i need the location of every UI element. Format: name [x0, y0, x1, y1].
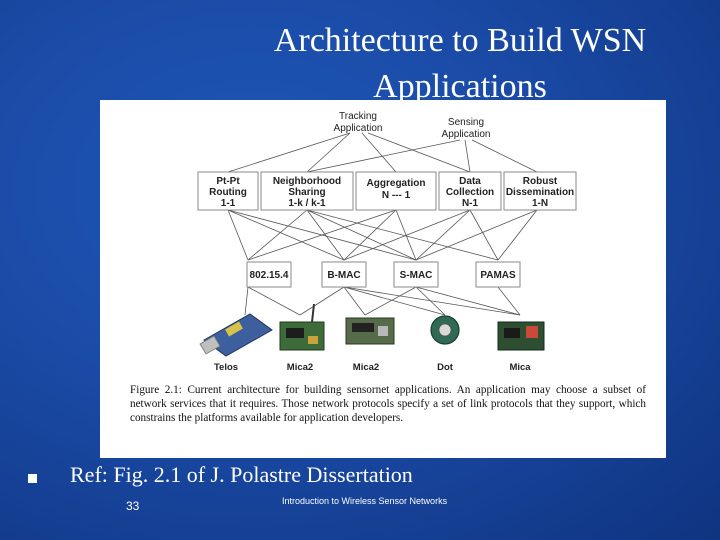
edge: [415, 209, 471, 261]
mac-box-frame: [475, 261, 521, 288]
edge: [343, 286, 521, 316]
figure-caption: Figure 2.1: Current architecture for bui…: [130, 383, 646, 425]
service-label: Routing: [209, 187, 247, 198]
service-label: Data: [459, 176, 481, 187]
service-box-frame: [197, 171, 259, 211]
service-label: N-1: [462, 198, 479, 209]
edge: [364, 286, 417, 316]
platform-mica2-first-image: [279, 303, 325, 351]
service-label: N --- 1: [382, 190, 411, 201]
service-label: 1-k / k-1: [288, 198, 326, 209]
mac-box-frame: [393, 261, 439, 288]
footer-text: Introduction to Wireless Sensor Networks: [282, 496, 448, 506]
mac-label: PAMAS: [480, 270, 516, 281]
service-box-frame: [260, 171, 354, 211]
mac-box-frame: [246, 261, 292, 288]
page-number: 33: [126, 499, 140, 513]
edge: [343, 286, 366, 316]
service-label: Pt-Pt: [216, 176, 240, 187]
mac-box-b-mac: B-MAC: [321, 261, 367, 288]
edge: [361, 132, 397, 173]
platform-telos-image: [199, 313, 273, 357]
mac-label: 802.15.4: [250, 270, 289, 281]
reference-text: Ref: Fig. 2.1 of J. Polastre Dissertatio…: [70, 462, 413, 487]
service-label: Robust: [523, 176, 558, 187]
service-label: 1-1: [221, 198, 236, 209]
application-label: Application: [334, 123, 383, 134]
edge: [415, 209, 538, 261]
edge: [306, 139, 461, 173]
platform-label: Telos: [214, 362, 238, 373]
platform-label: Mica: [509, 362, 531, 373]
edge: [306, 209, 345, 261]
service-label: 1-N: [532, 198, 548, 209]
service-label: Aggregation: [367, 178, 426, 189]
mac-label: B-MAC: [327, 270, 360, 281]
mac-platform-edges: [244, 286, 521, 316]
application-node-sensing: Sensing Application: [442, 117, 491, 140]
edge: [247, 209, 308, 261]
service-box-frame: [503, 171, 577, 211]
edge: [244, 286, 249, 316]
edge: [469, 209, 499, 261]
edge: [247, 286, 301, 316]
service-label: Neighborhood: [273, 176, 341, 187]
edge: [306, 209, 499, 261]
edge: [299, 286, 345, 316]
edge: [367, 132, 471, 173]
platform-mica2-second-image: [345, 317, 395, 345]
edge: [464, 139, 471, 173]
mac-box-802-15-4: 802.15.4: [246, 261, 292, 288]
architecture-figure: Tracking Application Sensing Application…: [100, 100, 666, 458]
service-box-frame: [438, 171, 502, 211]
platform-dot-image: [430, 315, 460, 345]
service-label: Sharing: [288, 187, 325, 198]
edge: [227, 209, 249, 261]
edge: [227, 209, 345, 261]
service-box-pt-pt-routing: Pt-Pt Routing 1-1: [197, 171, 259, 211]
edge: [247, 209, 397, 261]
service-box-data-collection: Data Collection N-1: [438, 171, 502, 211]
edge: [471, 139, 538, 173]
mac-label: S-MAC: [400, 270, 433, 281]
app-service-edges: [227, 132, 538, 173]
service-label: Collection: [446, 187, 494, 198]
slide-title-line2: Applications: [373, 68, 547, 105]
edge: [415, 286, 446, 316]
service-label: Dissemination: [506, 187, 574, 198]
edge: [497, 209, 538, 261]
service-mac-edges: [227, 209, 538, 261]
platform-label: Dot: [437, 362, 454, 373]
service-box-aggregation: Aggregation N --- 1: [355, 171, 437, 211]
edge: [306, 209, 417, 261]
service-box-frame: [355, 171, 437, 211]
edge: [415, 286, 521, 316]
application-label: Application: [442, 129, 491, 140]
service-box-robust-dissemination: Robust Dissemination 1-N: [503, 171, 577, 211]
application-label: Sensing: [448, 117, 484, 128]
edge: [343, 209, 397, 261]
edge: [343, 286, 446, 316]
architecture-diagram: Tracking Application Sensing Application…: [197, 111, 577, 373]
edge: [227, 132, 351, 173]
edge: [306, 132, 351, 173]
slide-title-line1: Architecture to Build WSN: [273, 22, 647, 59]
platform-label: Mica2: [287, 362, 313, 373]
figure-caption-label: Figure 2.1:: [130, 384, 182, 396]
mac-box-frame: [321, 261, 367, 288]
mac-box-s-mac: S-MAC: [393, 261, 439, 288]
figure-caption-text: Current architecture for building sensor…: [130, 384, 646, 424]
application-node-tracking: Tracking Application: [334, 111, 383, 134]
application-label: Tracking: [339, 111, 377, 122]
platform-label: Mica2: [353, 362, 379, 373]
mac-box-pamas: PAMAS: [475, 261, 521, 288]
edge: [497, 286, 521, 316]
slide-title: Architecture to Build WSN Applications: [220, 18, 700, 110]
bullet-marker: [28, 474, 37, 483]
service-box-neighborhood-sharing: Neighborhood Sharing 1-k / k-1: [260, 171, 354, 211]
platform-mica-image: [497, 321, 545, 351]
edge: [343, 209, 471, 261]
